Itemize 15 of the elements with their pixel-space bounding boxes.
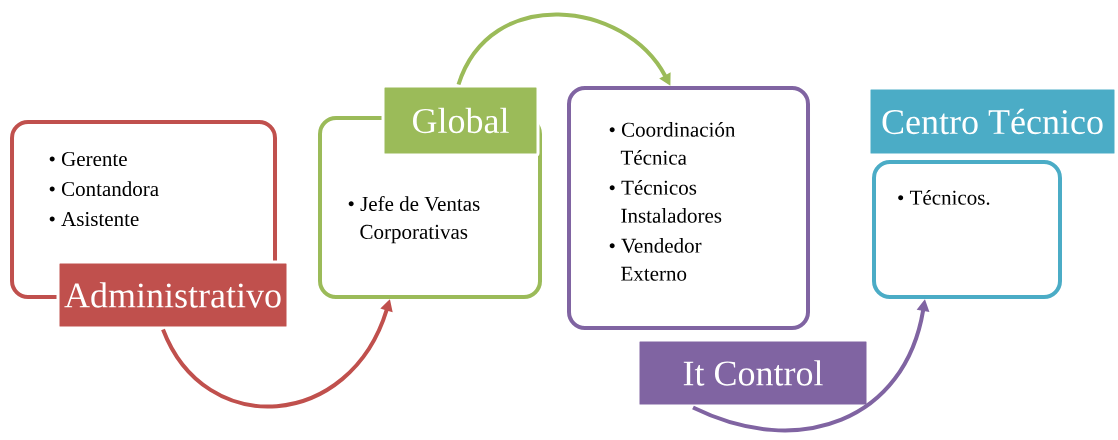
outlined-box	[567, 86, 810, 330]
list-item: • Asistente	[49, 212, 139, 227]
list-item: • Coordinación Técnica	[609, 122, 736, 165]
outlined-box	[872, 160, 1062, 299]
label-tab: Global	[381, 84, 540, 157]
list-item: • Gerente	[49, 152, 127, 167]
curved-arrow	[456, 12, 671, 86]
list-item: • Vendedor Externo	[609, 238, 702, 281]
list-item: • Contandora	[49, 181, 159, 197]
label-tab: Administrativo	[56, 260, 290, 330]
list-item: • Técnicos Instaladores	[609, 180, 722, 223]
label-tab: It Control	[636, 338, 870, 408]
list-item: • Jefe de Ventas Corporativas	[348, 196, 480, 244]
label-tab: Centro Técnico	[867, 86, 1118, 157]
list-item: • Técnicos.	[898, 190, 990, 205]
